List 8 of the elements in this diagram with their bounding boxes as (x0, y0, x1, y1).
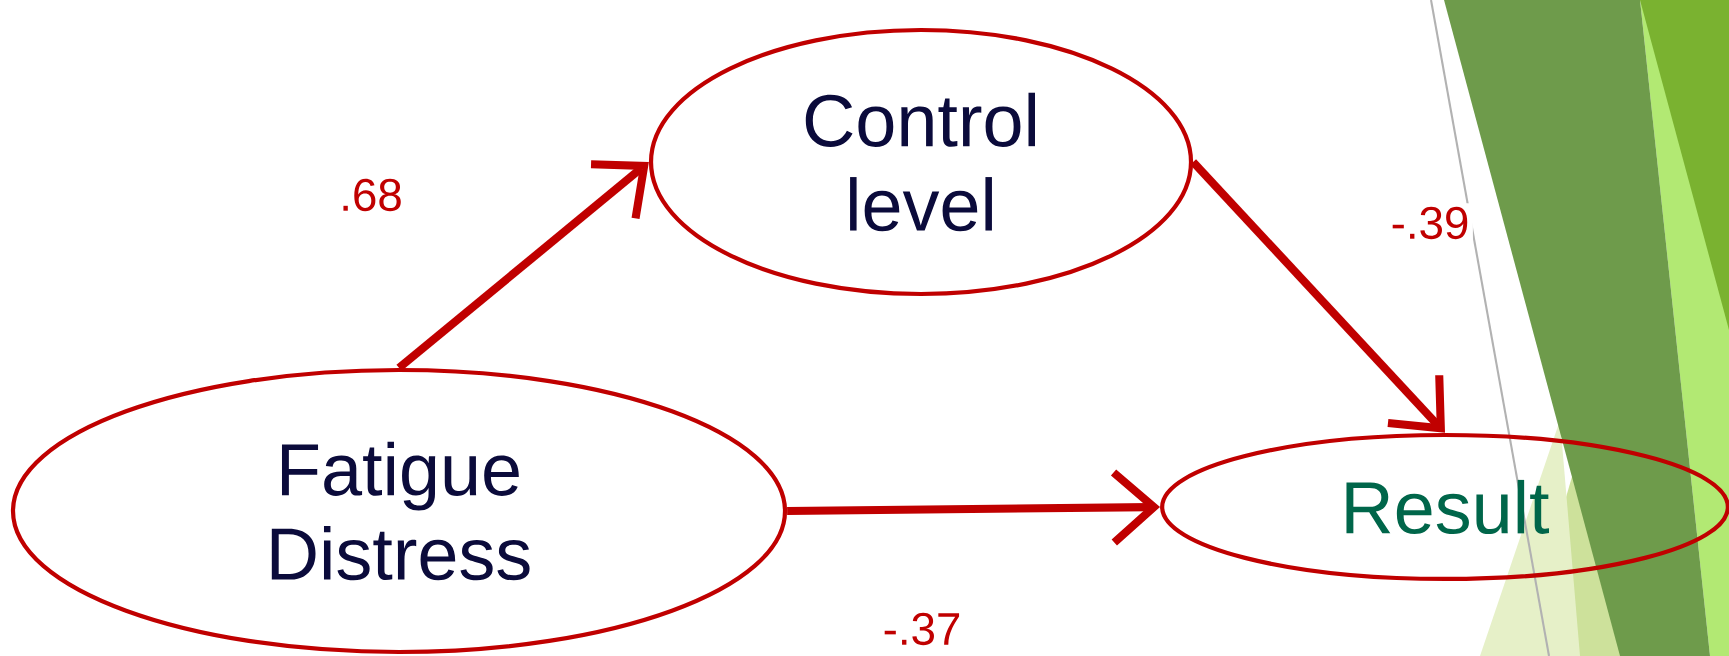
edge-label: -.37 (879, 609, 965, 649)
arrow (787, 469, 1161, 546)
edge-label: .68 (335, 175, 407, 215)
arrow (1190, 159, 1445, 433)
ellipse-node: Control level (648, 27, 1194, 297)
arrow (396, 160, 649, 371)
ellipse-node: Fatigue Distress (10, 367, 788, 655)
edge-label: -.39 (1387, 203, 1473, 243)
